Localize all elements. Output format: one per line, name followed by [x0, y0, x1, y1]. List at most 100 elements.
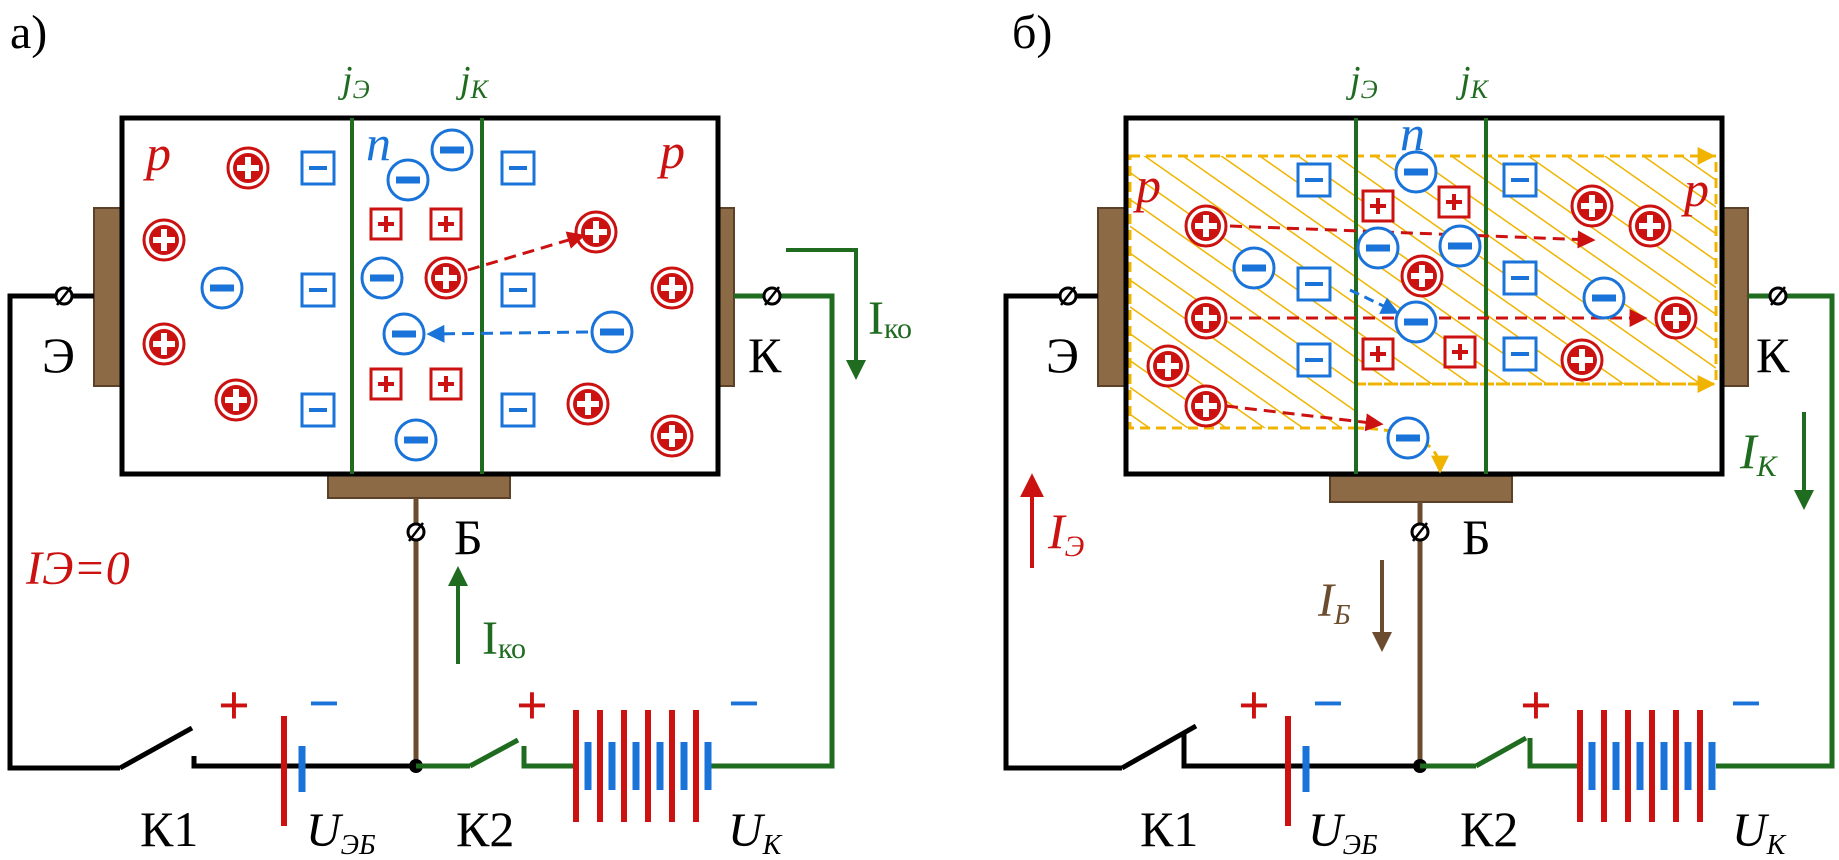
switch-k2-contact	[1527, 738, 1580, 769]
hole-icon	[226, 146, 270, 190]
hole-injection-arrow	[1225, 404, 1384, 432]
acceptor-ion-icon	[1296, 162, 1332, 198]
donor-ion-icon	[369, 207, 403, 241]
k-minus-sign: −	[728, 673, 760, 735]
battery-k-icon	[1577, 710, 1716, 822]
donor-ion-icon	[1443, 335, 1477, 369]
electron-icon	[1394, 150, 1438, 194]
switch-k2-blade	[468, 737, 520, 769]
acceptor-ion-icon	[300, 392, 336, 428]
k-plus-sign: +	[516, 675, 548, 737]
electron-icon	[382, 312, 426, 356]
acceptor-ion-icon	[1502, 260, 1538, 296]
switch-k2-label: К2	[456, 801, 514, 857]
eb-minus-sign: −	[308, 673, 340, 735]
hole-icon	[1560, 338, 1604, 382]
hole-icon	[1570, 184, 1614, 228]
acceptor-ion-icon	[1502, 162, 1538, 198]
hole-icon	[1184, 204, 1228, 248]
hole-icon	[650, 266, 694, 310]
hole-icon	[574, 210, 618, 254]
switch-k1-blade	[1120, 723, 1198, 771]
terminal-base-label: Б	[1462, 509, 1491, 565]
emitter-current-text: IЭ=0	[25, 542, 130, 595]
collector-current-arrow	[786, 248, 866, 380]
collector-wire	[710, 293, 835, 769]
junction-emitter-label: jЭ	[337, 59, 370, 104]
electron-icon	[1232, 246, 1276, 290]
terminal-icon	[54, 286, 782, 542]
hole-injection-arrow	[1229, 224, 1596, 249]
k-minus-sign: −	[1730, 673, 1762, 735]
donor-ion-icon	[369, 367, 403, 401]
electron-icon	[394, 418, 438, 462]
emitter-wire	[7, 293, 120, 771]
battery-eb-label: UЭБ	[1308, 804, 1378, 860]
electron-icon	[430, 128, 474, 172]
region-left-label: p	[143, 125, 171, 181]
switch-k2-contact	[521, 746, 576, 769]
switch-k1-label: К1	[140, 801, 198, 857]
electron-icon	[360, 256, 404, 300]
acceptor-ion-icon	[1296, 342, 1332, 378]
hole-icon	[1400, 254, 1444, 298]
electron-icon	[1394, 300, 1438, 344]
switch-k2-blade	[1474, 735, 1528, 769]
eb-plus-sign: +	[218, 675, 250, 737]
battery-k-label: UК	[728, 804, 783, 860]
region-right-label: p	[1681, 161, 1709, 217]
donor-ion-icon	[429, 207, 463, 241]
region-middle-label: n	[366, 115, 391, 171]
switch-k1-contact	[1181, 734, 1300, 769]
hole-icon	[142, 218, 186, 262]
collector-wire	[1716, 293, 1835, 769]
emitter-contact	[1097, 207, 1127, 387]
electron-icon	[1386, 416, 1430, 460]
hole-icon	[1628, 204, 1672, 248]
emitter-wire	[1003, 293, 1122, 771]
terminal-collector-label: К	[748, 327, 782, 383]
terminal-collector-label: К	[1756, 327, 1790, 383]
panel-a-label: а)	[10, 6, 47, 59]
hole-icon	[650, 414, 694, 458]
junction-collector-label: jК	[455, 59, 490, 104]
base-current-label: IБ	[1317, 574, 1351, 631]
panel-b-label: б)	[1012, 6, 1052, 59]
junction-collector-label: jК	[1455, 59, 1490, 104]
terminal-emitter-label: Э	[42, 327, 75, 383]
hole-icon	[1146, 344, 1190, 388]
acceptor-ion-icon	[300, 272, 336, 308]
electron-icon	[1582, 276, 1626, 320]
acceptor-ion-icon	[500, 150, 536, 186]
acceptor-ion-icon	[1296, 266, 1332, 302]
battery-eb-label: UЭБ	[306, 804, 376, 860]
panel-b: б) jЭ jК p n p Э К Б	[1003, 6, 1835, 860]
emitter-contact	[93, 207, 123, 387]
switch-k1-blade	[118, 725, 194, 771]
hole-icon	[424, 256, 468, 300]
emitter-current-label: IЭ	[1047, 503, 1084, 563]
electron-icon	[590, 310, 634, 354]
donor-ion-icon	[1361, 337, 1395, 371]
panel-a: а) jЭ jК p n p Э К Б	[7, 6, 912, 860]
donor-ion-icon	[429, 367, 463, 401]
hole-icon	[1184, 296, 1228, 340]
donor-ion-icon	[1361, 189, 1395, 223]
collector-current-label: IК	[1739, 423, 1779, 483]
terminal-icon	[1058, 286, 1788, 542]
acceptor-ion-icon	[300, 150, 336, 186]
carriers-a	[142, 128, 694, 462]
electron-icon	[1438, 224, 1482, 268]
switch-k1-label: К1	[1140, 801, 1198, 857]
hole-icon	[1184, 384, 1228, 428]
switch-k1-contact	[191, 756, 300, 769]
region-left-label: p	[1133, 157, 1161, 213]
battery-eb-icon	[1285, 716, 1310, 826]
collector-current-label: Iко	[868, 292, 912, 345]
region-right-label: p	[657, 123, 685, 179]
electron-drift-arrow	[426, 324, 589, 343]
electron-icon	[1356, 226, 1400, 270]
terminal-base-label: Б	[454, 509, 483, 565]
hole-extraction-arrow	[467, 231, 586, 272]
base-current-label: Iко	[482, 612, 526, 665]
